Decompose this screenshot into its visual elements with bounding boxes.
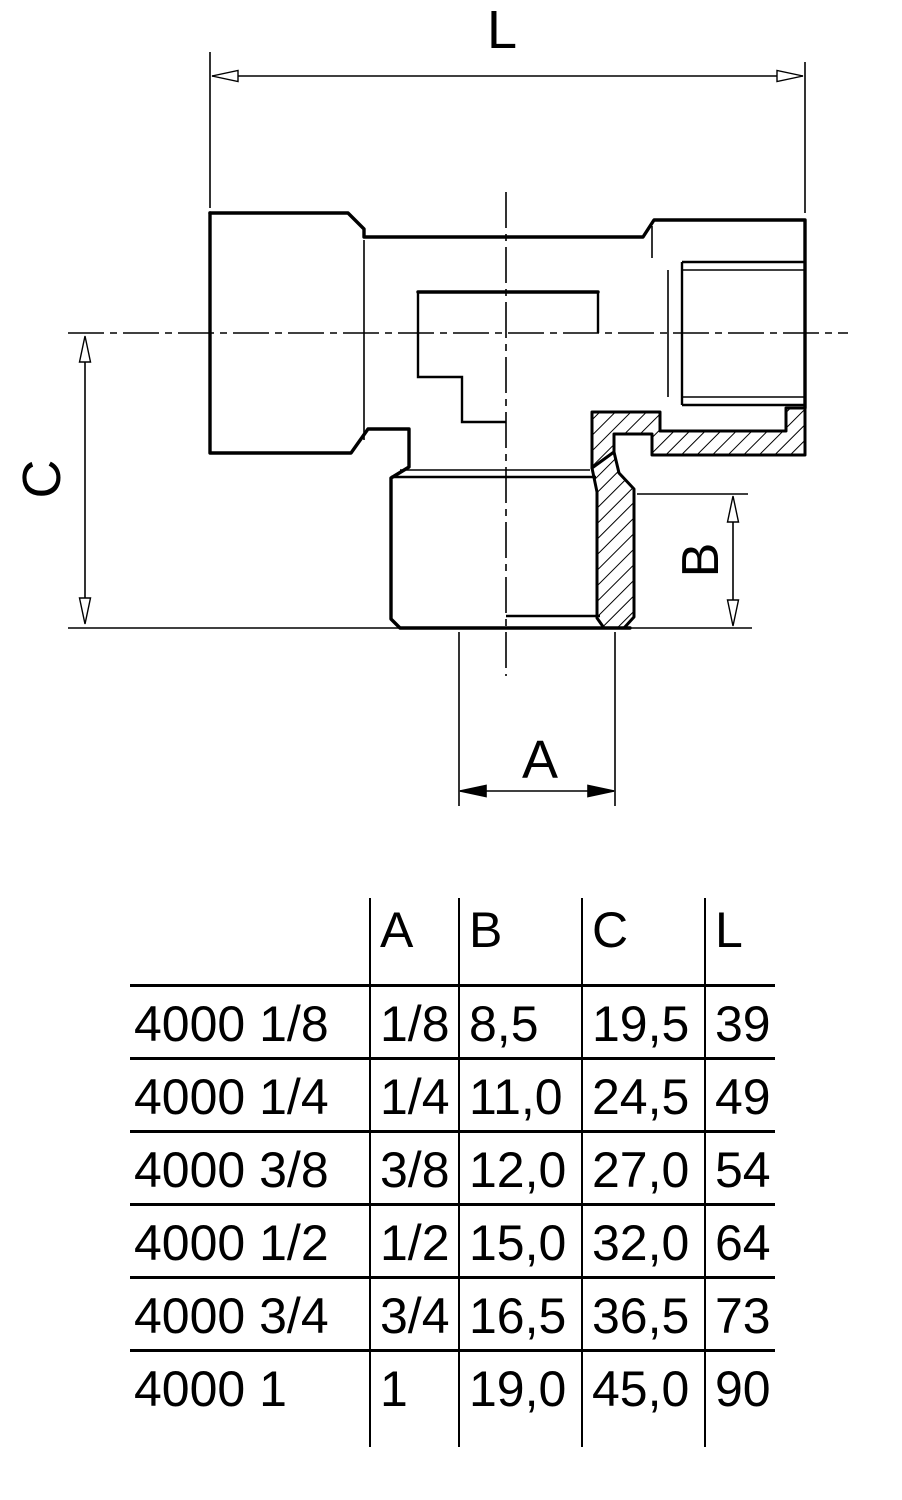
cell-l: 90 bbox=[704, 1348, 775, 1423]
cell-b: 8,5 bbox=[458, 983, 582, 1058]
dim-L-label: L bbox=[487, 0, 517, 60]
cell-model: 4000 1/2 bbox=[130, 1202, 370, 1277]
spacer-cell bbox=[581, 1423, 705, 1447]
cell-c: 27,0 bbox=[581, 1129, 705, 1204]
column-header-b: B bbox=[458, 898, 582, 985]
dim-B-arrow-top bbox=[726, 495, 740, 523]
dim-A-arrow-left bbox=[459, 784, 487, 798]
dim-C-arrow-bottom bbox=[78, 597, 92, 625]
dim-B-label: B bbox=[672, 543, 730, 578]
table-row: 4000 3/8 3/8 12,0 27,0 54 bbox=[130, 1129, 775, 1204]
cell-c: 24,5 bbox=[581, 1056, 705, 1131]
cell-l: 54 bbox=[704, 1129, 775, 1204]
spacer-cell bbox=[130, 1423, 370, 1447]
cell-l: 73 bbox=[704, 1275, 775, 1350]
cell-a: 1/4 bbox=[369, 1056, 459, 1131]
cell-model: 4000 1/4 bbox=[130, 1056, 370, 1131]
column-header-name bbox=[130, 898, 370, 985]
cell-l: 49 bbox=[704, 1056, 775, 1131]
dim-C-label: C bbox=[12, 460, 72, 499]
cell-b: 11,0 bbox=[458, 1056, 582, 1131]
table-row: 4000 3/4 3/4 16,5 36,5 73 bbox=[130, 1275, 775, 1350]
outline-top bbox=[208, 211, 807, 410]
cell-a: 1 bbox=[369, 1348, 459, 1423]
spacer-cell bbox=[369, 1423, 459, 1447]
cell-a: 1/2 bbox=[369, 1202, 459, 1277]
cell-model: 4000 3/8 bbox=[130, 1129, 370, 1204]
cell-l: 64 bbox=[704, 1202, 775, 1277]
table-row: 4000 1/2 1/2 15,0 32,0 64 bbox=[130, 1202, 775, 1277]
cell-a: 3/8 bbox=[369, 1129, 459, 1204]
table-row: 4000 1/4 1/4 11,0 24,5 49 bbox=[130, 1056, 775, 1131]
thin-detail-lines bbox=[68, 226, 805, 629]
spacer-cell bbox=[704, 1423, 775, 1447]
dim-C-arrow-top bbox=[78, 335, 92, 363]
cell-model: 4000 1/8 bbox=[130, 983, 370, 1058]
cell-b: 16,5 bbox=[458, 1275, 582, 1350]
cell-c: 45,0 bbox=[581, 1348, 705, 1423]
cell-l: 39 bbox=[704, 983, 775, 1058]
cell-model: 4000 3/4 bbox=[130, 1275, 370, 1350]
table-header-row: A B C L bbox=[130, 898, 775, 985]
column-header-l: L bbox=[704, 898, 775, 985]
breakout-step bbox=[416, 292, 506, 424]
outline-left-and-branch bbox=[208, 211, 632, 630]
dim-L-arrow-right bbox=[776, 69, 804, 83]
dim-A-label: A bbox=[522, 730, 558, 790]
cell-b: 12,0 bbox=[458, 1129, 582, 1204]
dimension-table: A B C L 4000 1/8 1/8 8,5 19,5 39 4000 1/… bbox=[130, 898, 775, 1447]
cell-c: 19,5 bbox=[581, 983, 705, 1058]
table-row: 4000 1 1 19,0 45,0 90 bbox=[130, 1348, 775, 1423]
centerlines bbox=[68, 192, 848, 676]
body-outline bbox=[208, 211, 807, 630]
cell-c: 36,5 bbox=[581, 1275, 705, 1350]
dimension-A bbox=[458, 632, 616, 806]
column-header-c: C bbox=[581, 898, 705, 985]
cell-a: 3/4 bbox=[369, 1275, 459, 1350]
dim-B-arrow-bottom bbox=[726, 599, 740, 627]
dim-A-arrow-right bbox=[587, 784, 615, 798]
hatch-branch-wall bbox=[590, 450, 636, 630]
table-spacer-row bbox=[130, 1423, 775, 1447]
spacer-cell bbox=[458, 1423, 582, 1447]
column-header-a: A bbox=[369, 898, 459, 985]
dim-L-arrow-left bbox=[211, 69, 239, 83]
cell-a: 1/8 bbox=[369, 983, 459, 1058]
internal-lines bbox=[391, 260, 805, 618]
dimension-C bbox=[78, 335, 92, 625]
cell-c: 32,0 bbox=[581, 1202, 705, 1277]
dimension-L bbox=[209, 52, 806, 213]
table-row: 4000 1/8 1/8 8,5 19,5 39 bbox=[130, 983, 775, 1058]
cell-b: 19,0 bbox=[458, 1348, 582, 1423]
fitting-drawing: L C B A bbox=[12, 0, 848, 806]
cell-b: 15,0 bbox=[458, 1202, 582, 1277]
section-hatching bbox=[590, 406, 807, 630]
cell-model: 4000 1 bbox=[130, 1348, 370, 1423]
dimension-B bbox=[637, 493, 748, 627]
